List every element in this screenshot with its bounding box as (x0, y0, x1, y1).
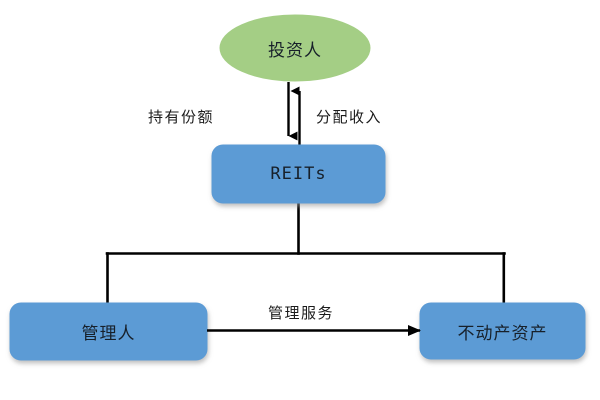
node-manager[interactable] (10, 303, 207, 360)
node-investor[interactable] (220, 15, 370, 81)
node-investor-shape[interactable] (219, 14, 371, 82)
node-property[interactable] (420, 303, 585, 359)
edge-label-management-service: 管理服务 (268, 304, 335, 322)
node-reits-shape[interactable] (211, 144, 386, 204)
edge-reits-branch-tree (105, 201, 506, 306)
node-reits[interactable] (212, 145, 385, 203)
edge-label-distribute-income: 分配收入 (316, 108, 383, 126)
edge-label-hold-shares: 持有份额 (148, 108, 215, 126)
